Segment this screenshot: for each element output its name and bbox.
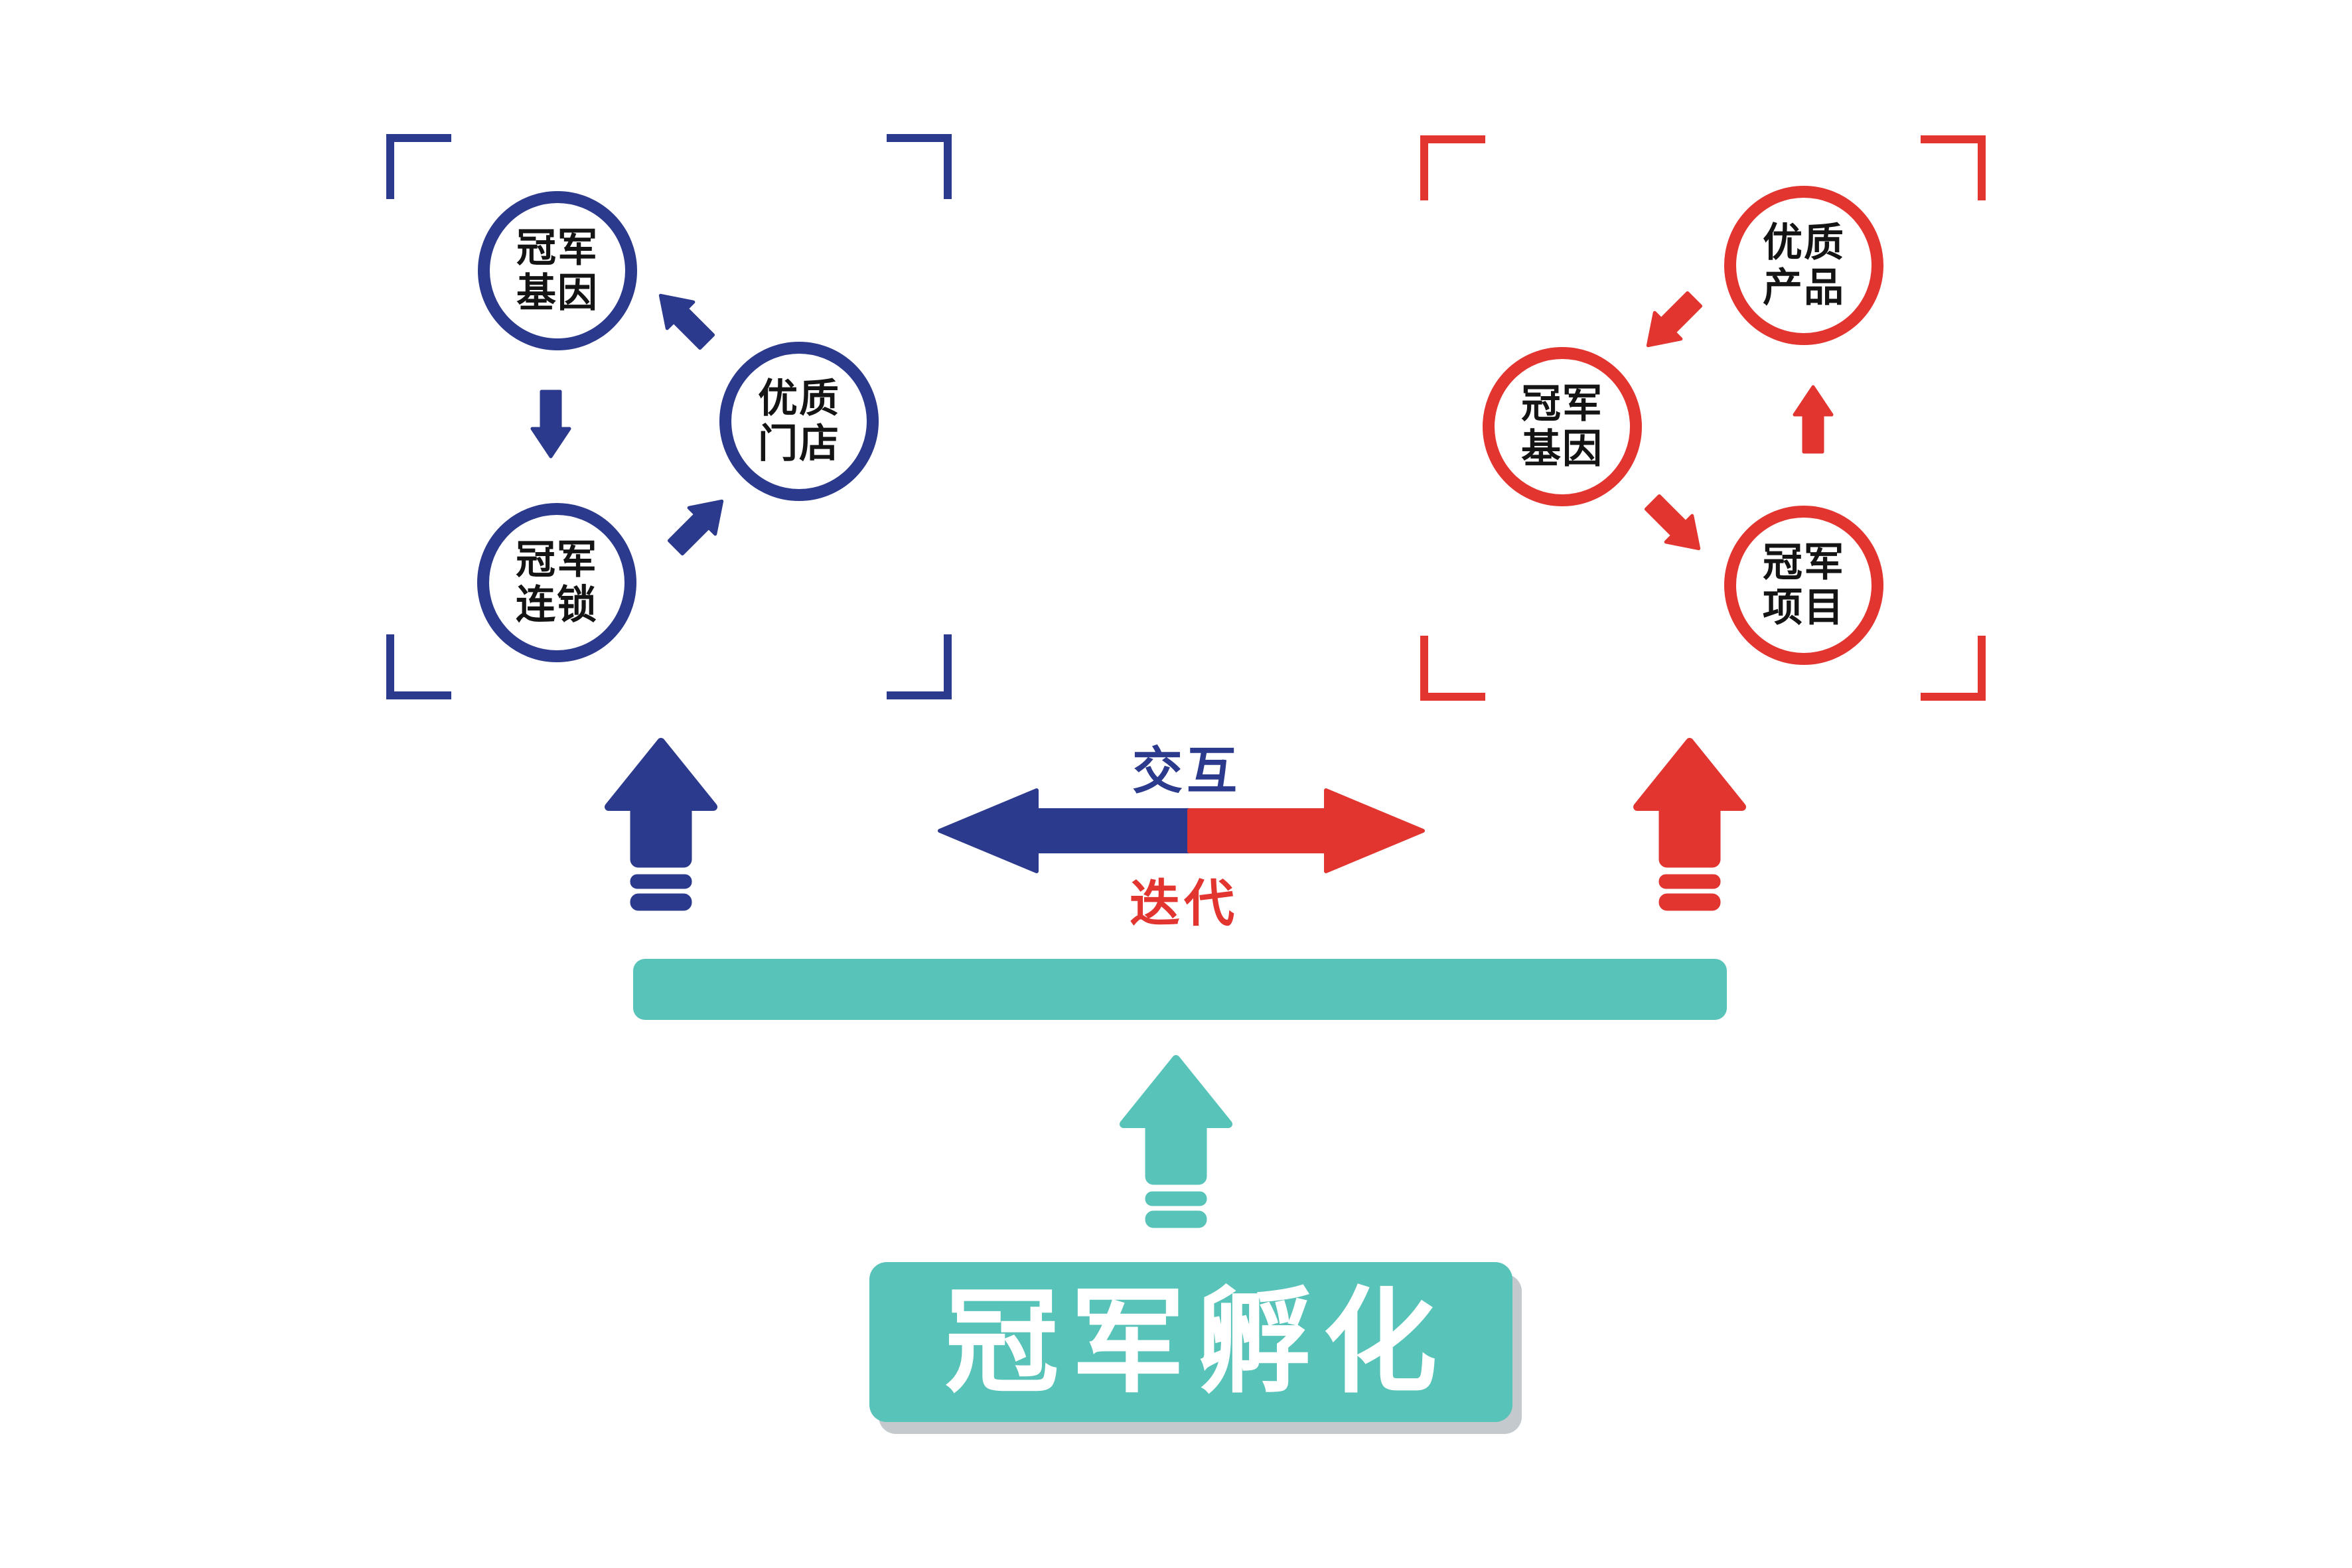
incubation-banner: 冠军孵化 xyxy=(869,1262,1512,1422)
node-label-line: 冠军 xyxy=(516,226,599,270)
node-quality-product: 优质 产品 xyxy=(1724,186,1883,345)
interact-label: 交互 xyxy=(1132,743,1241,800)
left-cycle-frame xyxy=(386,134,952,699)
node-label-line: 连锁 xyxy=(516,583,598,627)
node-label-line: 优质 xyxy=(1763,220,1845,265)
boost-arrow-center-icon xyxy=(1120,1055,1232,1228)
node-champion-gene-right: 冠军 基因 xyxy=(1483,347,1642,506)
arrow-up-left-icon xyxy=(658,293,715,350)
platform-bar xyxy=(633,959,1727,1020)
node-label-line: 产品 xyxy=(1763,265,1845,310)
frame-corner-bottom-right-icon xyxy=(887,634,952,699)
boost-arrow-left-icon xyxy=(605,738,717,911)
iterate-label: 迭代 xyxy=(1130,876,1238,932)
right-cycle-frame xyxy=(1420,135,1986,701)
node-label-line: 冠军 xyxy=(1521,382,1603,426)
arrow-down-left-icon xyxy=(1646,291,1703,348)
node-label-line: 门店 xyxy=(758,421,840,466)
arrow-up-icon xyxy=(1793,385,1834,454)
node-label-line: 基因 xyxy=(516,271,599,315)
frame-corner-top-right-icon xyxy=(1921,135,1986,200)
node-label-line: 冠军 xyxy=(1763,540,1845,585)
frame-corner-bottom-right-icon xyxy=(1921,636,1986,701)
node-label-line: 基因 xyxy=(1521,427,1603,471)
incubation-banner-label: 冠军孵化 xyxy=(944,1278,1449,1406)
boost-arrow-right-icon xyxy=(1633,738,1746,911)
frame-corner-bottom-left-icon xyxy=(386,634,451,699)
node-label-line: 优质 xyxy=(758,376,840,421)
two-way-arrow-icon xyxy=(938,788,1425,873)
node-label-line: 项目 xyxy=(1763,585,1845,630)
frame-corner-top-right-icon xyxy=(887,134,952,199)
arrow-up-right-icon xyxy=(667,499,724,556)
arrow-down-icon xyxy=(530,390,571,459)
arrow-down-right-icon xyxy=(1644,494,1701,551)
node-quality-store: 优质 门店 xyxy=(719,342,879,501)
node-champion-project: 冠军 项目 xyxy=(1724,506,1883,665)
node-champion-chain: 冠军 连锁 xyxy=(477,503,636,662)
node-label-line: 冠军 xyxy=(516,537,598,582)
node-champion-gene-left: 冠军 基因 xyxy=(478,191,637,350)
frame-corner-top-left-icon xyxy=(386,134,451,199)
frame-corner-bottom-left-icon xyxy=(1420,636,1485,701)
frame-corner-top-left-icon xyxy=(1420,135,1485,200)
